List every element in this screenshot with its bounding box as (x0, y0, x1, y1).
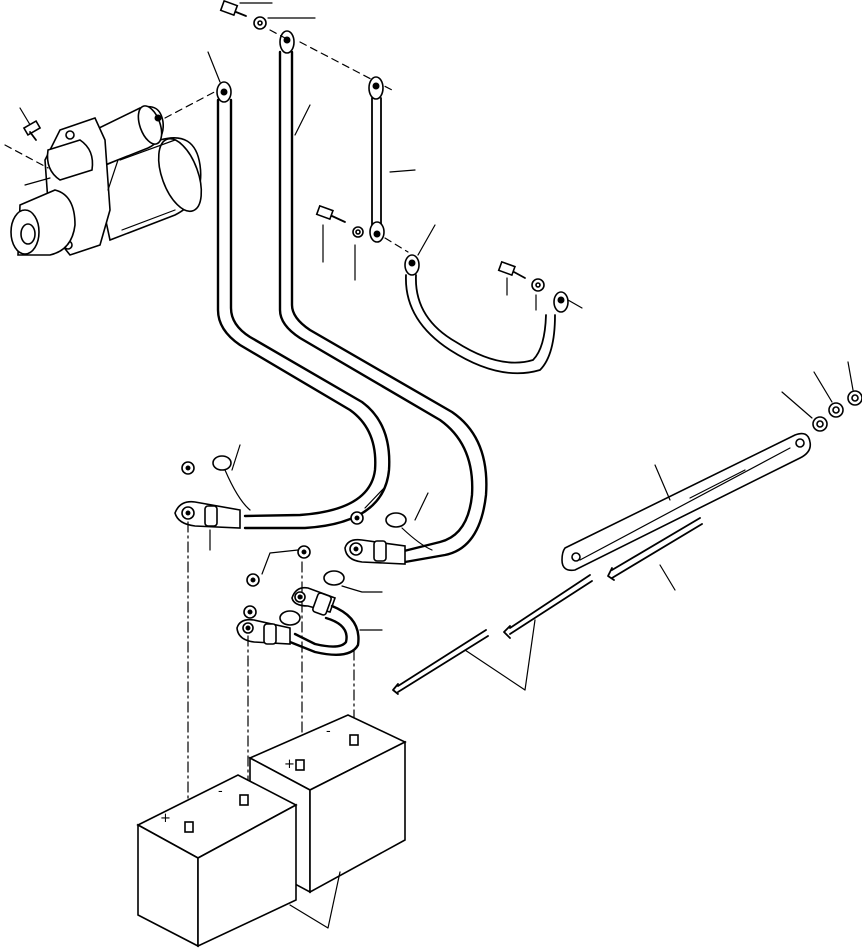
front-battery-positive-sign: + (160, 811, 171, 826)
u-jumper-cable (404, 224, 583, 375)
main-long-cable (278, 30, 488, 564)
center-terminal-clamp (344, 486, 433, 565)
bolt-nut-set-b (497, 260, 545, 311)
starter-cable-left (164, 51, 391, 530)
front-battery-negative-sign: - (218, 784, 223, 799)
rear-battery-negative-sign: - (326, 724, 331, 739)
battery-front: + - (136, 774, 298, 948)
left-terminal-clamp (174, 444, 251, 551)
hold-down-rods (392, 517, 703, 695)
battery-jumper (236, 545, 383, 656)
alignment-lines (187, 521, 355, 821)
rear-battery-positive-sign: + (284, 757, 295, 772)
battery-callout (289, 871, 341, 929)
starter-motor (10, 105, 203, 256)
hold-down-bar (561, 432, 812, 572)
short-straight-cable (368, 76, 416, 243)
top-bolt-nut (219, 0, 316, 39)
bolt-washer-set-a (315, 204, 409, 281)
bar-end-nuts (781, 361, 862, 432)
starter-mount-bolt (4, 107, 51, 186)
